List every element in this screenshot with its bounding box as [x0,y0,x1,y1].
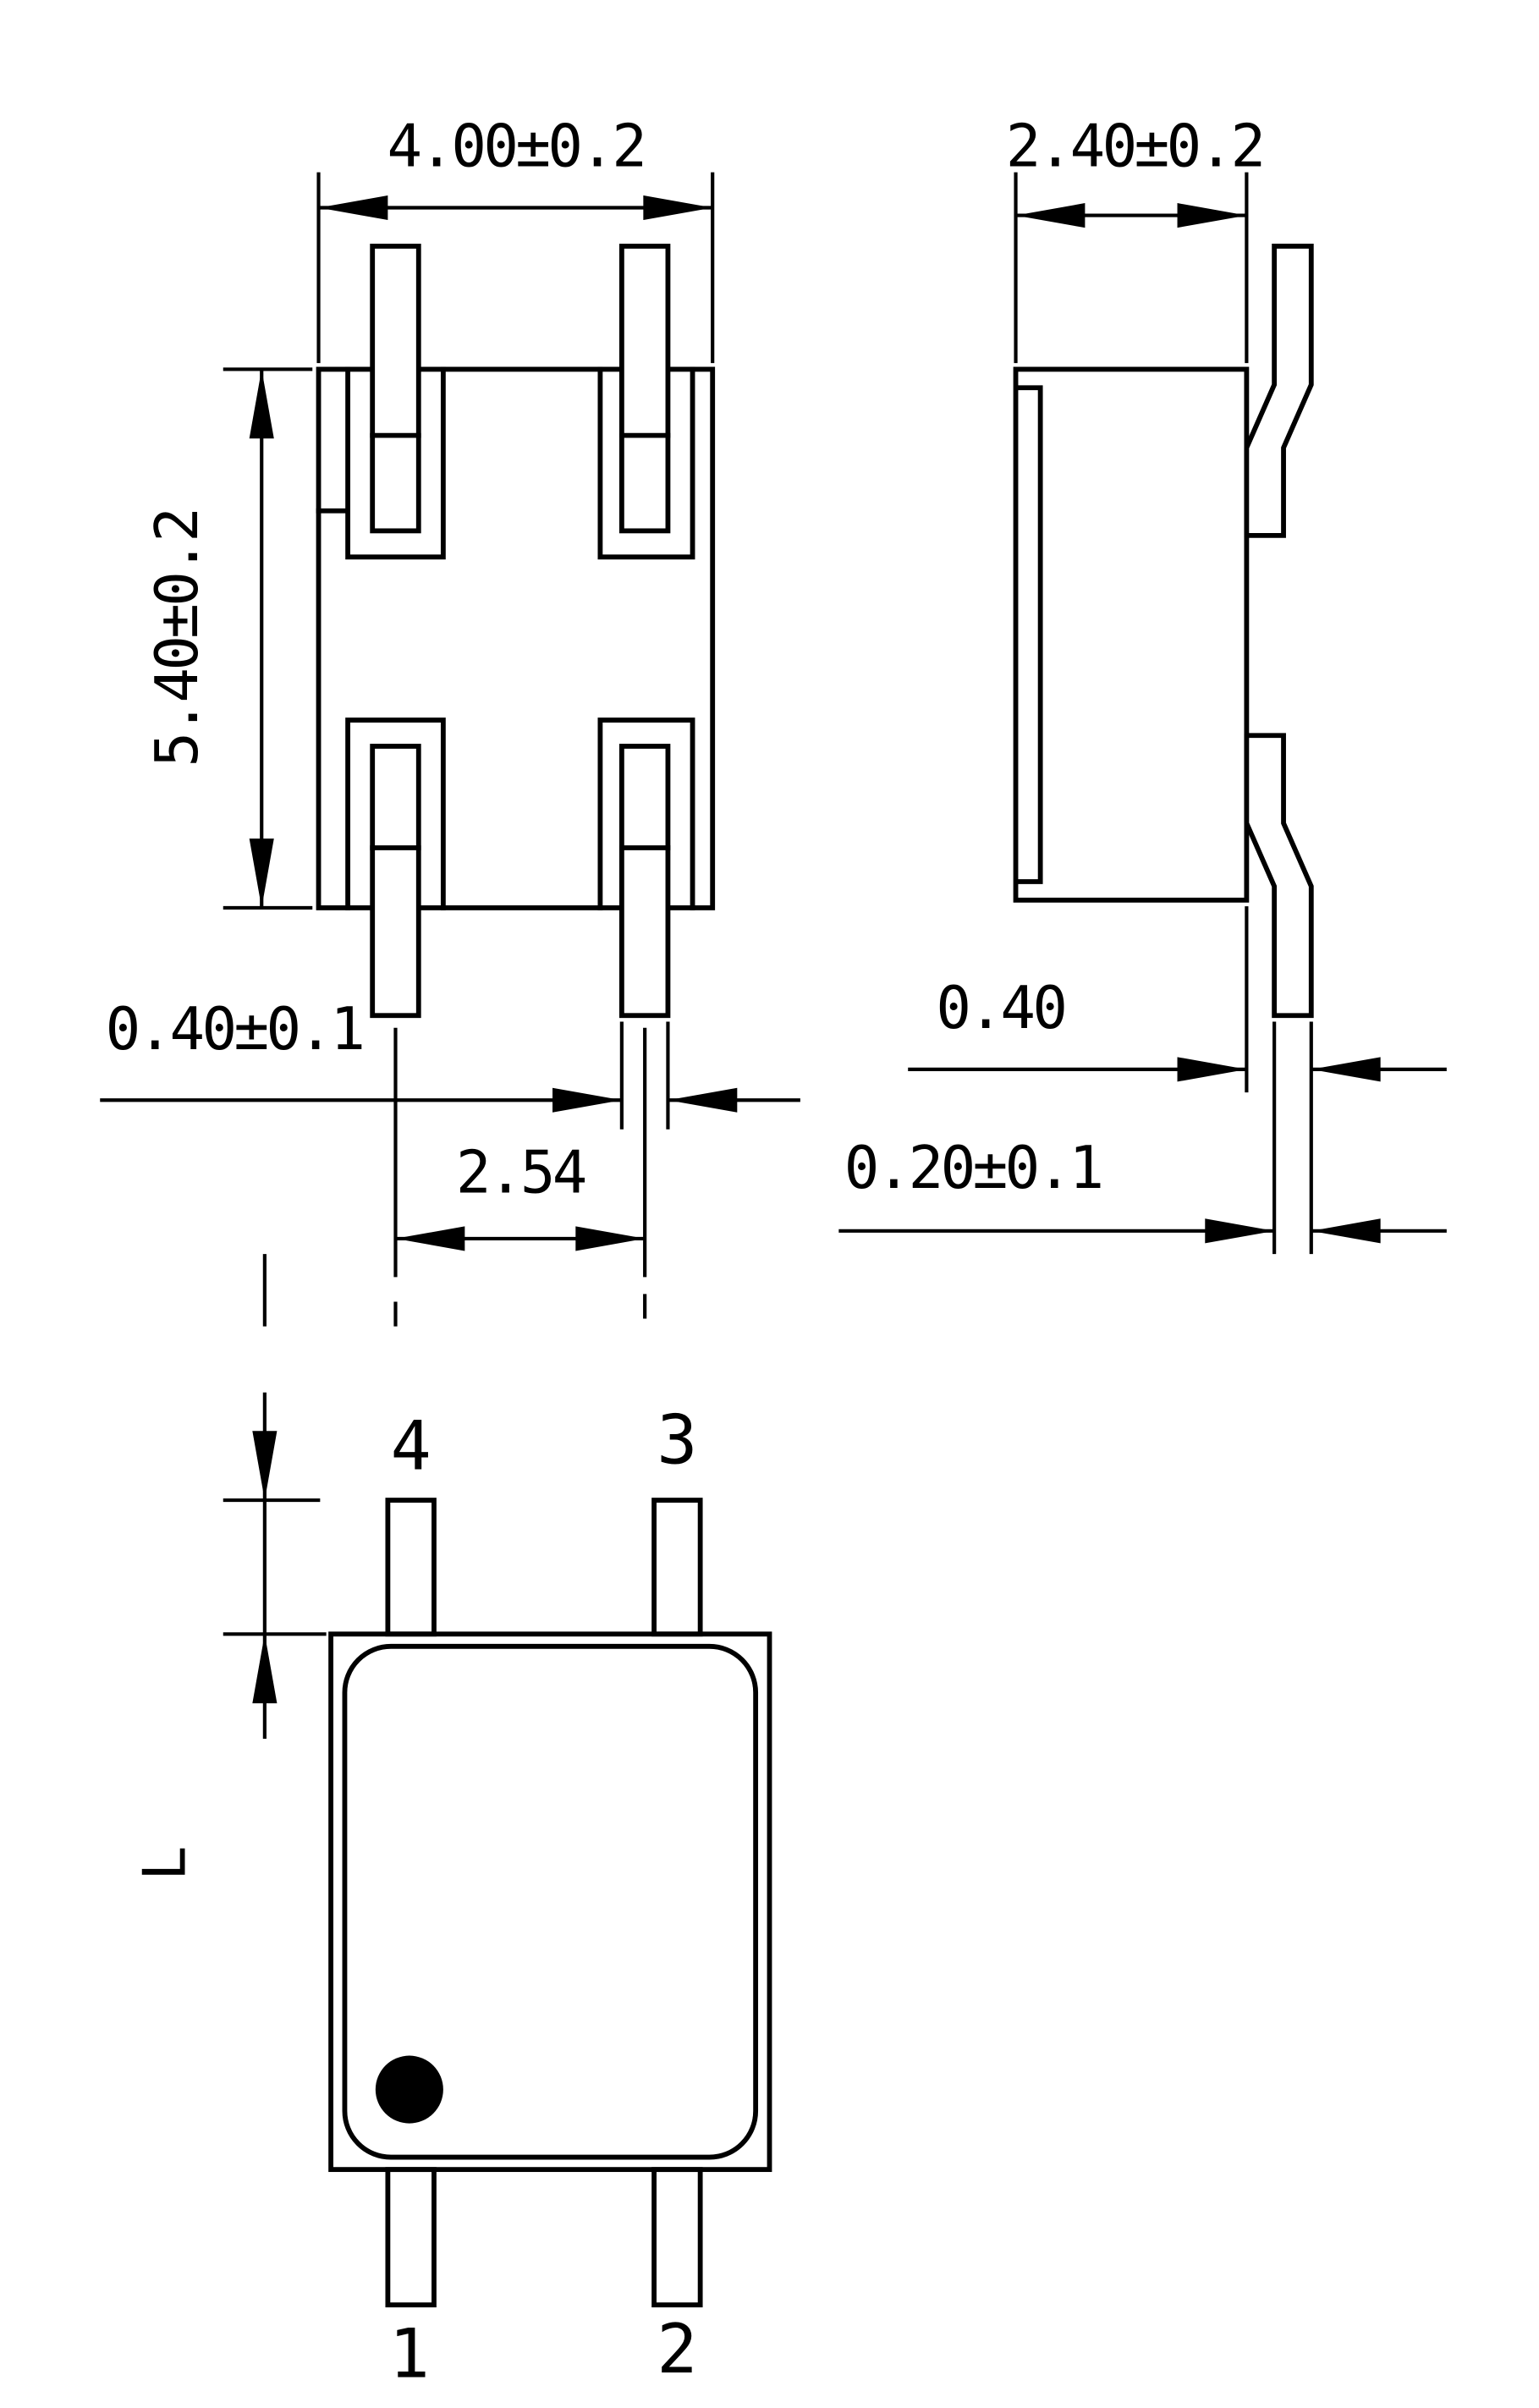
front-lead-bottom-left [370,744,421,1019]
dim-side-lead-thickness: 0.20±0.1 [838,1021,1447,1255]
arrowhead-top [249,369,274,439]
dim-lines [223,1392,327,1739]
side-body-outline [1013,366,1250,903]
side-view [1013,244,1314,1019]
pin-label-1: 1 [389,2315,430,2394]
arrowhead-right [1311,1057,1381,1082]
side-lead-bottom-gullwing [1244,733,1314,1019]
dim-front-lead-width-label: 0.40±0.1 [106,996,363,1064]
view-link-stubs [262,1254,647,1327]
pin1-indicator-dot [375,2055,443,2124]
dim-front-body-height: 5.40±0.2 [144,367,313,910]
front-lead-top-right [618,244,671,534]
pin-label-4: 4 [391,1407,431,1486]
dim-front-lead-pitch-label: 2.54 [456,1139,585,1207]
dim-lines [223,367,313,910]
dim-side-lead-standoff: 0.40 [908,906,1447,1093]
dim-front-body-width-label: 4.00±0.2 [387,113,644,180]
dim-bottom-lead-length-label: L [131,1848,199,1881]
dim-lines [1014,172,1249,364]
arrowhead-left [1205,1218,1275,1244]
dim-bottom-lead-length: L [131,1392,327,1881]
arrowhead-left [552,1087,622,1113]
dim-side-lead-thickness-label: 0.20±0.1 [844,1135,1102,1202]
bottom-lead-4 [385,1498,437,1637]
bottom-body-inner-outline [342,1643,759,2160]
arrowhead-left [318,195,388,221]
arrowhead-right [575,1226,646,1251]
front-view [316,244,716,1019]
bottom-lead-1 [385,2167,437,2308]
dim-side-lead-standoff-label: 0.40 [936,975,1064,1042]
bottom-view: 4 3 1 2 [328,1400,772,2394]
arrowhead-right [1311,1218,1381,1244]
arrowhead-right [668,1087,738,1113]
dim-lines [100,1021,800,1130]
side-body-inner-line [1016,385,1043,884]
arrowhead-bottom [252,1634,278,1704]
front-lead-top-left [370,244,421,534]
arrowhead-right [1177,203,1247,228]
arrowhead-left [395,1226,465,1251]
arrowhead-left [1015,203,1086,228]
dim-side-body-depth-label: 2.40±0.2 [1006,113,1263,180]
dim-side-body-depth: 2.40±0.2 [1006,113,1266,364]
bottom-lead-3 [651,1498,703,1637]
dim-front-lead-width: 0.40±0.1 [100,996,800,1130]
arrowhead-top [252,1431,278,1501]
front-internal-leadframe [316,366,695,910]
front-lead-step-lines [370,432,671,850]
dim-lines [838,1021,1447,1255]
dim-front-body-height-label: 5.40±0.2 [144,510,212,767]
arrowhead-left [1177,1057,1247,1082]
side-lead-top-gullwing [1244,244,1314,538]
arrowhead-right [643,195,713,221]
bottom-lead-2 [651,2167,703,2308]
front-lead-bottom-right [618,744,671,1019]
front-body-outline [316,366,716,910]
pin-label-2: 2 [657,2310,697,2389]
pin-label-3: 3 [657,1400,697,1479]
dim-front-body-width: 4.00±0.2 [316,113,715,364]
arrowhead-bottom [249,838,274,908]
bottom-body-outline [328,1631,772,2173]
dim-front-lead-pitch: 2.54 [393,1027,647,1278]
